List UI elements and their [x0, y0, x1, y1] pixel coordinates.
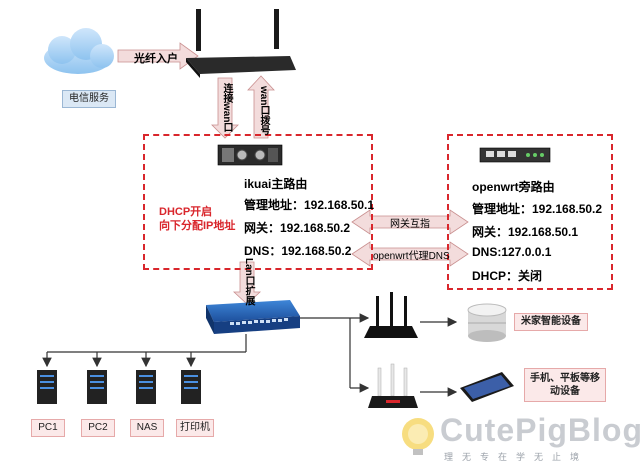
bypass-router-gateway: 网关：192.168.50.1 [472, 225, 579, 239]
telecom-service-label: 电信服务 [62, 90, 116, 108]
bypass-router-dhcp: DHCP：关闭 [472, 269, 543, 283]
main-router-region [143, 134, 373, 270]
switch-to-pcs-lines [42, 334, 247, 368]
dhcp-note-line1: DHCP开启 [159, 206, 213, 218]
openwrt-device-icon [479, 147, 551, 163]
bypass-router-region [447, 134, 613, 290]
dns-proxy-arrow [351, 241, 469, 267]
smart-device-icon [467, 303, 507, 342]
phone-icon [460, 372, 514, 402]
watermark-slogan: 理无专在学无止境 [444, 452, 589, 462]
gateway-mutual-arrow [351, 209, 469, 235]
main-router-mgmt: 管理地址：192.168.50.1 [244, 198, 375, 212]
switch-icon [206, 300, 300, 334]
watermark-bulb-icon [402, 418, 434, 455]
smart-home-label: 米家智能设备 [514, 313, 588, 331]
wireless-router-white-icon [368, 363, 418, 408]
mobile-device-label-line1: 手机、平板等移 [530, 373, 600, 384]
wan-connect-arrow [211, 77, 239, 139]
gateway-mutual-label: 网关互指 [390, 219, 430, 230]
main-router-dns: DNS：192.168.50.2 [244, 244, 352, 258]
wan-connect-label: 连接wan口 [221, 83, 232, 133]
mobile-device-label: 手机、平板等移 动设备 [524, 368, 606, 402]
pc1-label: PC1 [31, 419, 65, 437]
switch-to-routers-lines [300, 313, 370, 393]
lan-expand-arrow [232, 261, 262, 305]
printer-server-icon [181, 370, 201, 404]
nas-server-icon [136, 370, 156, 404]
lan-expand-label: Lan口扩展 [243, 258, 254, 306]
bypass-router-dns: DNS:127.0.0.1 [472, 245, 552, 259]
top-router-icon [186, 9, 296, 78]
bypass-router-mgmt: 管理地址：192.168.50.2 [472, 202, 603, 216]
pc1-server-icon [37, 370, 57, 404]
main-router-title: ikuai主路由 [244, 177, 308, 191]
main-router-gateway: 网关：192.168.50.2 [244, 221, 351, 235]
bypass-router-title: openwrt旁路由 [472, 180, 555, 194]
pc2-server-icon [87, 370, 107, 404]
watermark-brand: CutePigBlog [440, 412, 640, 448]
dhcp-note-line2: 向下分配IP地址 [159, 220, 236, 232]
printer-label: 打印机 [176, 419, 214, 437]
mobile-device-label-line2: 动设备 [550, 386, 580, 397]
pc2-label: PC2 [81, 419, 115, 437]
wan-dial-arrow [247, 75, 275, 139]
cloud-icon [44, 28, 114, 74]
wireless-router-black-icon [364, 292, 418, 338]
dns-proxy-label: openwrt代理DNS [373, 251, 450, 262]
nas-label: NAS [130, 419, 164, 437]
fiber-label: 光纤入户 [134, 53, 178, 65]
wan-dial-label: wan口拨号 [258, 86, 269, 136]
ikuai-device-icon [217, 144, 283, 166]
